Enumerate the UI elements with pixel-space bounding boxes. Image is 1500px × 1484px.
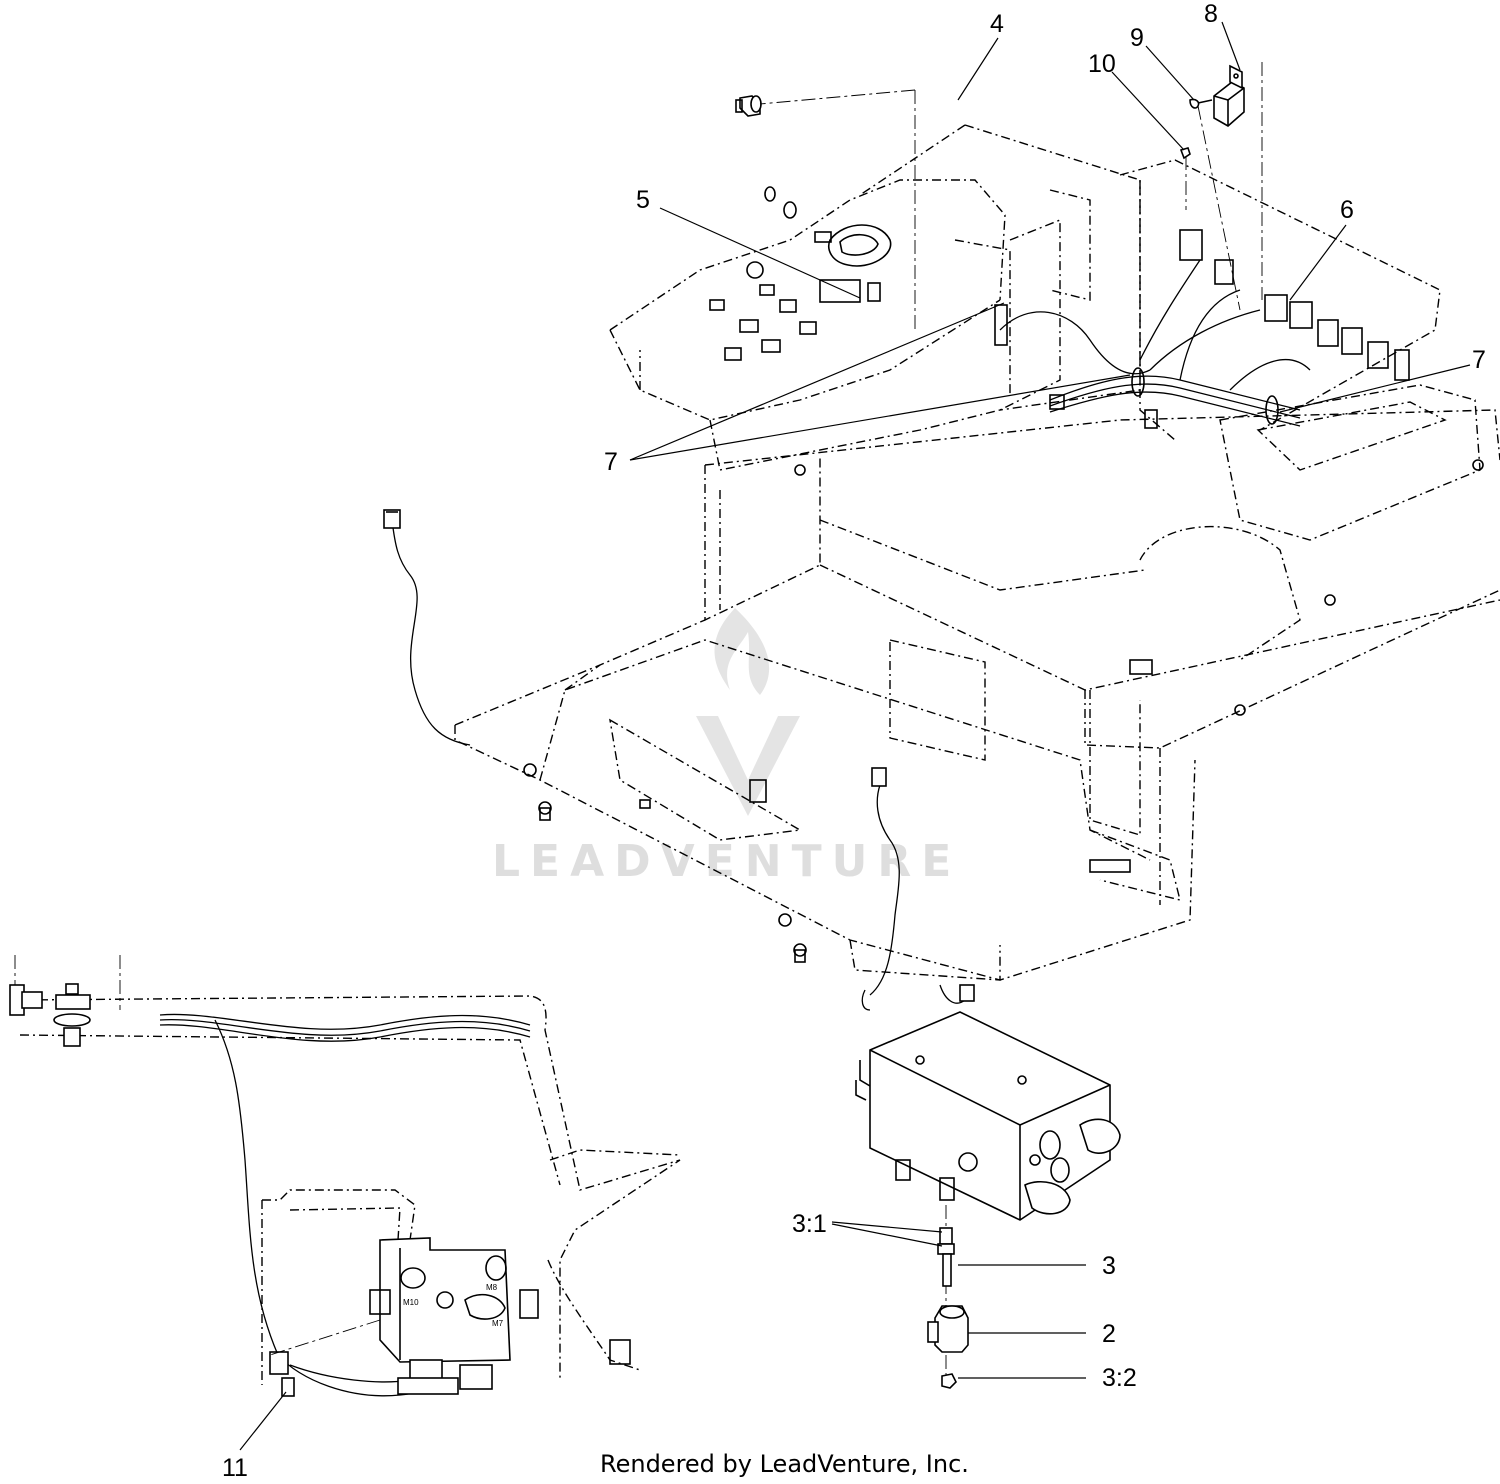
callout-7-right: 7 <box>1472 346 1486 374</box>
rear-electrical-bay <box>999 229 1410 429</box>
callout-7-left: 7 <box>604 448 618 476</box>
inset-view: M8 M10 M7 <box>9 955 681 1397</box>
nut-part-10 <box>1179 147 1191 160</box>
frame-bolts <box>523 459 1484 963</box>
callout-3-2: 3:2 <box>1102 1364 1137 1392</box>
callout-9: 9 <box>1130 24 1144 52</box>
callout-11: 11 <box>222 1454 248 1482</box>
watermark-text: LEADVENTURE <box>492 836 961 887</box>
relay-part-8 <box>1213 64 1245 127</box>
callout-3-1: 3:1 <box>792 1210 827 1238</box>
frame-outline <box>454 124 1500 981</box>
rendered-by-credit: Rendered by LeadVenture, Inc. <box>600 1450 969 1478</box>
callout-3: 3 <box>1102 1252 1116 1280</box>
plug-part-4 <box>735 95 762 117</box>
callout-labels: 4 5 6 7 7 8 9 10 3:1 3 2 3:2 11 <box>222 0 1486 1482</box>
callout-4: 4 <box>990 10 1004 38</box>
screw-part-9 <box>1189 98 1213 109</box>
solenoid-cartridge-stack <box>927 1205 969 1389</box>
exploded-parts-top <box>735 62 1263 330</box>
control-console <box>709 224 1008 361</box>
leadventure-watermark: LEADVENTURE <box>492 608 961 887</box>
callout-10: 10 <box>1088 50 1116 78</box>
callout-2: 2 <box>1102 1320 1116 1348</box>
leader-lines <box>239 21 1471 1451</box>
port-label-m10: M10 <box>403 1298 419 1307</box>
callout-6: 6 <box>1340 196 1354 224</box>
hydraulic-manifold-right <box>855 1011 1121 1221</box>
harness-wires <box>383 509 975 1011</box>
port-label-m7: M7 <box>492 1319 504 1328</box>
callout-5: 5 <box>636 186 650 214</box>
port-label-m8: M8 <box>486 1283 498 1292</box>
callout-8: 8 <box>1204 0 1218 28</box>
